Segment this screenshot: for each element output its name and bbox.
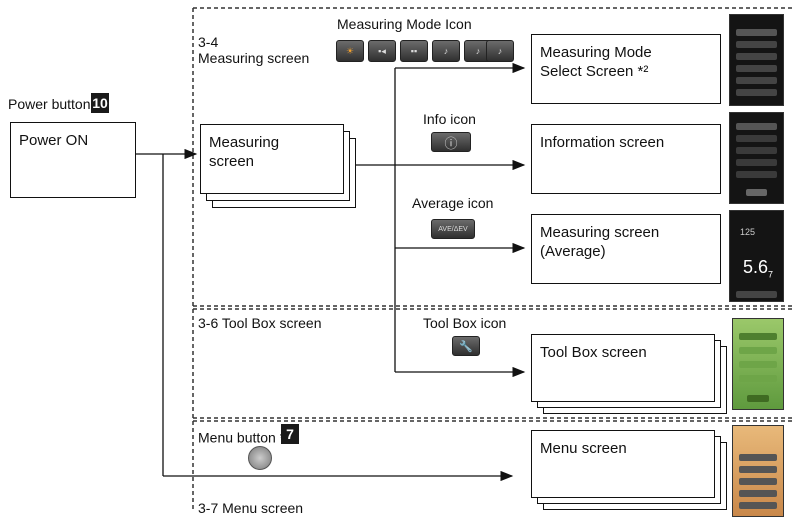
wrench-icon[interactable]: 🔧	[452, 336, 480, 356]
average-thumb-top: 125	[740, 227, 756, 237]
flash-icon[interactable]: ▪◂	[368, 40, 396, 62]
menu-thumbnail	[732, 425, 784, 517]
power-on-box[interactable]: Power ON	[10, 122, 136, 198]
sun-icon[interactable]: ☀	[336, 40, 364, 62]
menu-box[interactable]: Menu screen	[531, 430, 715, 498]
menu-label: Menu screen	[540, 440, 627, 457]
average-icon[interactable]: AVE/ΔEV	[431, 219, 475, 239]
average-thumbnail: 125 5.67	[729, 210, 784, 302]
average-label: Measuring screen (Average)	[540, 224, 660, 260]
flash-multi-icon[interactable]: ▪▪	[400, 40, 428, 62]
power-on-label: Power ON	[19, 132, 89, 149]
section-measuring-name: Measuring screen	[198, 50, 310, 66]
average-icon-label: Average icon	[412, 195, 494, 211]
menu-button-number: 7	[281, 424, 299, 444]
toolbox-box[interactable]: Tool Box screen	[531, 334, 715, 402]
toolbox-label: Tool Box screen	[540, 344, 647, 361]
mode-select-label: Measuring Mode Select Screen *²	[540, 44, 652, 80]
cine-icon[interactable]: ♪	[486, 40, 514, 62]
info-icon-label: Info icon	[423, 111, 476, 127]
information-box[interactable]: Information screen	[531, 124, 721, 194]
menu-button-label: Menu button *1	[198, 429, 290, 446]
cine-icon[interactable]: ♪	[432, 40, 460, 62]
section-measuring-number: 3-4	[198, 34, 219, 50]
measuring-screen-box[interactable]: Measuring screen	[200, 124, 344, 194]
section-menu-label: 3-7 Menu screen	[198, 500, 304, 516]
average-box[interactable]: Measuring screen (Average)	[531, 214, 721, 284]
measuring-screen-label: Measuring screen	[209, 134, 280, 170]
power-button-label: Power button	[8, 96, 91, 112]
toolbox-icon-label: Tool Box icon	[423, 315, 507, 331]
mode-select-thumbnail	[729, 14, 784, 106]
average-thumb-value: 5.67	[743, 257, 774, 280]
mode-select-box[interactable]: Measuring Mode Select Screen *²	[531, 34, 721, 104]
information-label: Information screen	[540, 134, 665, 151]
menu-button-icon[interactable]	[248, 446, 272, 470]
info-icon[interactable]: ⓘ	[431, 132, 471, 152]
information-thumbnail	[729, 112, 784, 204]
section-toolbox-label: 3-6 Tool Box screen	[198, 315, 322, 331]
toolbox-thumbnail	[732, 318, 784, 410]
power-button-number: 10	[91, 93, 109, 113]
measuring-mode-icon-label: Measuring Mode Icon	[337, 16, 472, 32]
